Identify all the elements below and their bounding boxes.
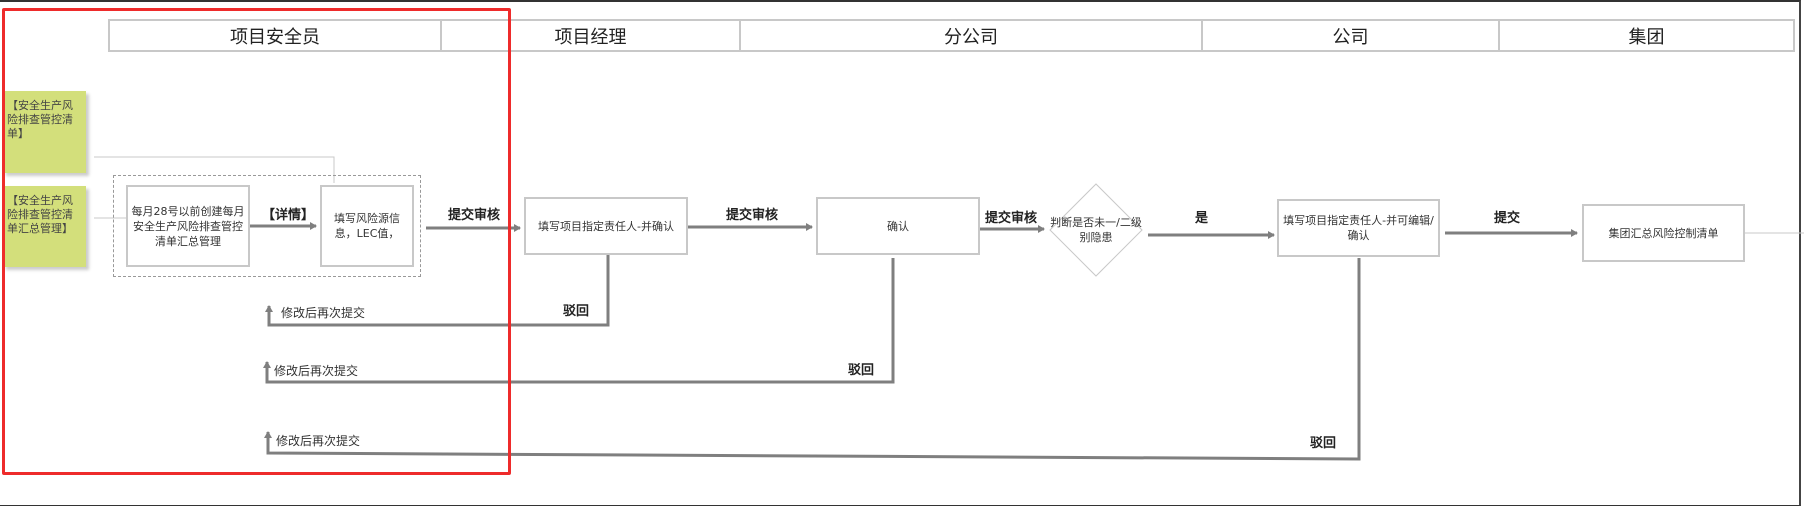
node-decision-label[interactable]: 判断是否未一/二级别隐患 bbox=[1050, 216, 1142, 244]
note-connector-1 bbox=[94, 156, 335, 183]
lane-header-safety-officer: 项目安全员 bbox=[108, 19, 440, 52]
note-risk-summary: 【安全生产风险排查管控清单汇总管理】 bbox=[3, 186, 86, 267]
arrow-reject-3 bbox=[264, 258, 1361, 461]
node-group-list[interactable]: 集团汇总风险控制清单 bbox=[1582, 204, 1745, 262]
node-company-assign[interactable]: 填写项目指定责任人-并可编辑/确认 bbox=[1277, 199, 1440, 257]
label-reject-3: 驳回 bbox=[1310, 436, 1337, 451]
label-details: 【详情】 bbox=[262, 208, 315, 223]
lane-header-company: 公司 bbox=[1201, 19, 1498, 52]
node-fill-risk[interactable]: 填写风险源信息，LEC值， bbox=[320, 185, 414, 267]
lane-header-group: 集团 bbox=[1498, 19, 1795, 52]
arrow-reject-1 bbox=[265, 255, 610, 327]
label-resubmit-1: 修改后再次提交 bbox=[281, 306, 366, 320]
lane-header-project-manager: 项目经理 bbox=[440, 19, 739, 52]
arrow-reject-2 bbox=[263, 258, 895, 384]
safety-officer-group bbox=[113, 175, 421, 277]
label-submit-review-2: 提交审核 bbox=[726, 208, 779, 223]
decision-diamond bbox=[1049, 183, 1143, 277]
label-submit-review-1: 提交审核 bbox=[448, 208, 501, 223]
node-branch-confirm[interactable]: 确认 bbox=[816, 197, 980, 255]
note-risk-checklist: 【安全生产风险排查管控清单】 bbox=[3, 91, 86, 173]
lane-header-branch: 分公司 bbox=[739, 19, 1201, 52]
label-resubmit-3: 修改后再次提交 bbox=[276, 434, 361, 448]
label-yes: 是 bbox=[1195, 211, 1209, 226]
label-reject-1: 驳回 bbox=[563, 304, 590, 319]
label-resubmit-2: 修改后再次提交 bbox=[274, 364, 359, 378]
label-submit: 提交 bbox=[1494, 211, 1521, 226]
label-reject-2: 驳回 bbox=[848, 363, 875, 378]
node-pm-assign[interactable]: 填写项目指定责任人-并确认 bbox=[524, 197, 688, 255]
label-submit-review-3: 提交审核 bbox=[985, 211, 1038, 226]
node-create-checklist[interactable]: 每月28号以前创建每月安全生产风险排查管控清单汇总管理 bbox=[126, 185, 250, 267]
highlight-safety-officer-lane bbox=[2, 8, 511, 475]
